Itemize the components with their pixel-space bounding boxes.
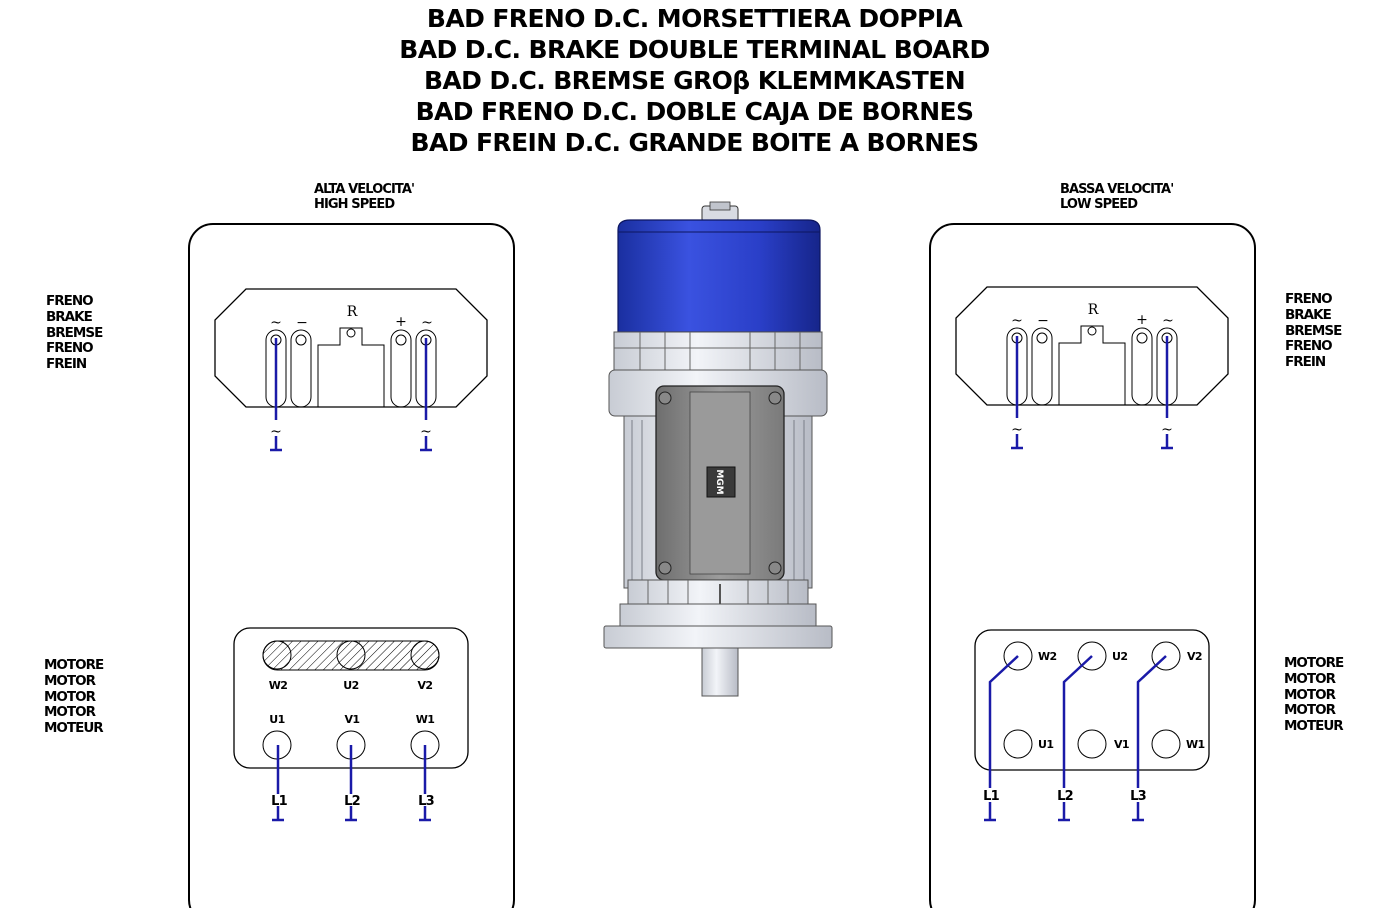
- motor-label-de: MOTOR: [1284, 686, 1336, 703]
- brake-cover: [617, 219, 821, 333]
- motor-label-fr: MOTEUR: [1284, 718, 1344, 735]
- star-bridge: [262, 640, 440, 671]
- terminal-w2: W2: [269, 679, 288, 692]
- mgm-logo: MGM: [714, 469, 724, 494]
- brake-wires: [270, 338, 432, 452]
- terminal-v1: V1: [345, 713, 360, 726]
- ac-wire-symbol: ~: [420, 424, 432, 440]
- brake-label-en: BRAKE: [46, 308, 93, 325]
- motor-label-it: MOTORE: [1284, 655, 1344, 671]
- motor-shaft: [701, 647, 739, 697]
- brake-flange: [613, 331, 823, 371]
- title-line-de: BAD D.C. BREMSE GROβ KLEMMKASTEN: [423, 66, 966, 95]
- terminal-u1: U1: [269, 713, 284, 726]
- high-speed-label-en: HIGH SPEED: [314, 197, 395, 212]
- brake-board-left: [214, 288, 488, 408]
- r-symbol: R: [1088, 302, 1099, 318]
- minus-symbol: −: [296, 315, 308, 331]
- motor-board-right: [974, 629, 1210, 771]
- minus-symbol: −: [1037, 313, 1049, 329]
- title-line-en: BAD D.C. BRAKE DOUBLE TERMINAL BOARD: [399, 35, 990, 64]
- panel-outline: [929, 223, 1256, 908]
- low-speed-label-it: BASSA VELOCITA': [1060, 182, 1174, 197]
- ac-symbol: ~: [421, 315, 433, 331]
- motor-label-en: MOTOR: [1284, 670, 1336, 687]
- logo-plate: [706, 466, 736, 498]
- line-wires: [272, 745, 431, 822]
- ac-symbol: ~: [1162, 313, 1174, 329]
- terminal-w1: W1: [1186, 738, 1205, 751]
- ac-wire-symbol: ~: [1011, 422, 1023, 438]
- brake-label-de: BREMSE: [1285, 322, 1342, 339]
- terminal-w2: W2: [1038, 650, 1057, 663]
- line-wires: [984, 655, 1167, 822]
- ac-wire-symbol: ~: [270, 424, 282, 440]
- mounting-flange: [603, 625, 833, 649]
- motor-label-es: MOTOR: [44, 704, 96, 721]
- line-l2: L2: [344, 794, 360, 809]
- title-line-fr: BAD FREIN D.C. GRANDE BOITE A BORNES: [410, 128, 979, 157]
- r-symbol: R: [347, 304, 358, 320]
- terminal-v2: V2: [1187, 650, 1202, 663]
- plus-symbol: +: [1136, 312, 1148, 328]
- brake-label-es: FRENO: [46, 340, 94, 357]
- low-speed-label-en: LOW SPEED: [1060, 197, 1138, 212]
- line-l2: L2: [1057, 789, 1073, 804]
- motor-label-en: MOTOR: [44, 672, 96, 689]
- motor-label-it: MOTORE: [44, 657, 104, 673]
- brake-label-it: FRENO: [1285, 291, 1333, 307]
- title-line-es: BAD FRENO D.C. DOBLE CAJA DE BORNES: [415, 97, 974, 126]
- motor-illustration: MGM: [603, 201, 833, 697]
- brake-label-en: BRAKE: [1285, 306, 1332, 323]
- brake-wires: [1011, 336, 1173, 450]
- brake-label-es: FRENO: [1285, 338, 1333, 355]
- high-speed-panel: ~ − R + ~ ~ ~ W2 U2 V2: [188, 223, 515, 908]
- motor-label-de: MOTOR: [44, 688, 96, 705]
- ac-symbol: ~: [1011, 313, 1023, 329]
- terminal-w1: W1: [416, 713, 435, 726]
- motor-label-es: MOTOR: [1284, 702, 1336, 719]
- brake-label-fr: FREIN: [1285, 354, 1326, 371]
- plus-symbol: +: [395, 314, 407, 330]
- line-l1: L1: [271, 794, 287, 809]
- low-speed-panel: ~ − R + ~ ~ ~ W2 U2 V2: [929, 223, 1256, 908]
- brake-label-it: FRENO: [46, 293, 94, 309]
- brake-label-left: FRENO BRAKE BREMSE FRENO FREIN: [46, 293, 103, 373]
- ac-symbol: ~: [270, 315, 282, 331]
- line-l3: L3: [418, 794, 434, 809]
- terminal-v2: V2: [418, 679, 433, 692]
- motor-label-left: MOTORE MOTOR MOTOR MOTOR MOTEUR: [44, 657, 104, 737]
- brake-label-right: FRENO BRAKE BREMSE FRENO FREIN: [1285, 291, 1342, 371]
- terminal-v1: V1: [1114, 738, 1129, 751]
- high-speed-label-it: ALTA VELOCITA': [314, 182, 415, 197]
- panel-outline: [188, 223, 515, 908]
- motor-label-right: MOTORE MOTOR MOTOR MOTOR MOTEUR: [1284, 655, 1344, 735]
- line-l3: L3: [1130, 789, 1146, 804]
- brake-label-de: BREMSE: [46, 324, 103, 341]
- terminal-u2: U2: [1112, 650, 1127, 663]
- brake-label-fr: FREIN: [46, 356, 87, 373]
- motor-label-fr: MOTEUR: [44, 720, 104, 737]
- line-l1: L1: [983, 789, 999, 804]
- title-line-it: BAD FRENO D.C. MORSETTIERA DOPPIA: [426, 4, 963, 33]
- ac-wire-symbol: ~: [1161, 422, 1173, 438]
- terminal-u2: U2: [343, 679, 358, 692]
- terminal-u1: U1: [1038, 738, 1053, 751]
